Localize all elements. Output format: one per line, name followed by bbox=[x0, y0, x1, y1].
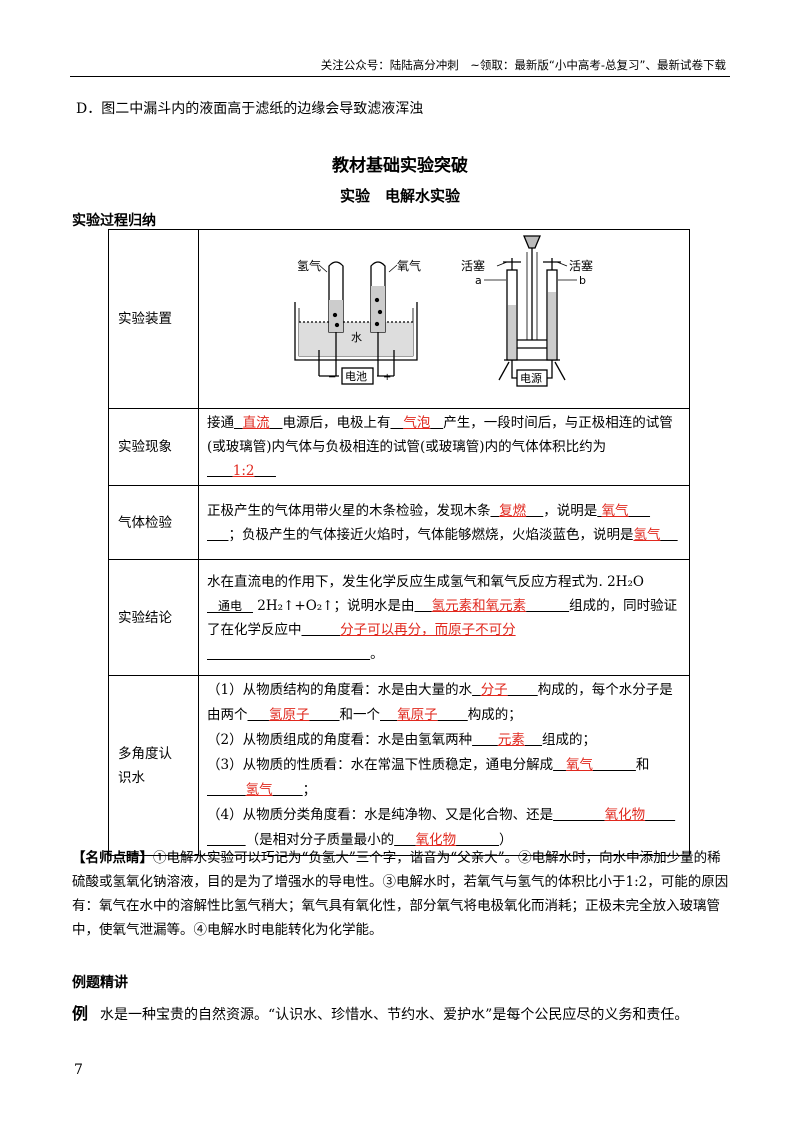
reaction-condition: 通电 bbox=[207, 600, 253, 613]
answer-blank: 氢气 bbox=[633, 526, 661, 543]
answer-blank: 直流 bbox=[242, 415, 270, 431]
valve-right-label: 活塞 bbox=[569, 258, 593, 273]
right-apparatus bbox=[484, 235, 577, 387]
example-text: 水是一种宝贵的自然资源。“认识水、珍惜水、节约水、爱护水”是每个公民应尽的义务和… bbox=[100, 1007, 689, 1023]
text: 正极产生的气体用带火星的木条检验，发现木条 bbox=[207, 502, 491, 519]
text: 接通 bbox=[207, 415, 234, 431]
row-label: 实验现象 bbox=[108, 408, 199, 486]
electrolysis-apparatus-diagram: 氢气 氧气 水 电池 − + bbox=[294, 235, 593, 387]
tip-heading: 【名师点睛】 bbox=[72, 850, 153, 866]
text: 和 bbox=[635, 757, 650, 773]
conclusion-cell: 水在直流电的作用下，发生化学反应生成氢气和氧气反应方程式为. 2H₂O 通电 2… bbox=[198, 559, 690, 676]
h2-label: 氢气 bbox=[297, 258, 321, 273]
row-apparatus: 实验装置 bbox=[108, 229, 690, 409]
row-phenomenon: 实验现象 接通 直流 电源后，电极上有 气泡 产生，一段时间后，与正极相连的试管… bbox=[108, 408, 690, 486]
row-label: 实验结论 bbox=[108, 559, 199, 676]
row-conclusion: 实验结论 水在直流电的作用下，发生化学反应生成氢气和氧气反应方程式为. 2H₂O… bbox=[108, 559, 690, 676]
answer-blank: 气泡 bbox=[403, 415, 431, 431]
text: （4）从物质分类角度看：水是纯净物、又是化合物、还是 bbox=[207, 807, 554, 823]
text: ，说明是 bbox=[543, 502, 598, 519]
text: （1）从物质结构的角度看：水是由大量的水 bbox=[207, 682, 473, 698]
answer-blank: 氧气 bbox=[565, 757, 593, 773]
gas-test-cell: 正极产生的气体用带火星的木条检验，发现木条 复燃 ，说明是 氧气 ；负极产生的气… bbox=[198, 485, 690, 560]
example-label: 例 bbox=[72, 1004, 89, 1023]
example-heading: 例题精讲 bbox=[72, 975, 128, 991]
power-label: 电源 bbox=[520, 371, 542, 385]
text: 组成的，同时验证了在化学反应中 bbox=[207, 597, 678, 638]
text: 产生，一段时间后，与正极相连的试管(或玻璃管)内气体与负极相连的试管(或玻璃管)… bbox=[207, 415, 673, 455]
header-divider bbox=[70, 76, 730, 77]
experiment-subtitle: 实验 电解水实验 bbox=[339, 187, 460, 205]
phenomenon-cell: 接通 直流 电源后，电极上有 气泡 产生，一段时间后，与正极相连的试管(或玻璃管… bbox=[198, 408, 690, 486]
text: 和一个 bbox=[339, 707, 381, 723]
answer-blank: 氧气 bbox=[601, 502, 629, 519]
o2-label: 氧气 bbox=[397, 258, 421, 273]
minus-sign: − bbox=[328, 372, 336, 383]
answer-blank: 氢元素和氧元素 bbox=[431, 597, 527, 614]
answer-blank: 氧化物 bbox=[604, 807, 646, 823]
water-label: 水 bbox=[351, 331, 362, 344]
answer-blank: 1:2 bbox=[232, 463, 255, 479]
left-apparatus bbox=[294, 261, 418, 385]
answer-blank: 分子 bbox=[480, 682, 508, 698]
valve-left-label: 活塞 bbox=[461, 258, 485, 273]
teacher-tip: 【名师点睛】①电解水实验可以巧记为“负氢大”三个字，谐音为“父亲大”。②电解水时… bbox=[72, 846, 732, 942]
page-number: 7 bbox=[74, 1062, 83, 1078]
row-label: 实验装置 bbox=[108, 229, 199, 409]
tube-a-label: a bbox=[475, 274, 482, 287]
text: （3）从物质的性质看：水在常温下性质稳定，通电分解成 bbox=[207, 757, 554, 773]
page-title: 教材基础实验突破 bbox=[332, 156, 468, 176]
section-heading: 实验过程归纳 bbox=[72, 213, 156, 229]
text: 组成的； bbox=[542, 732, 597, 748]
plus-sign: + bbox=[383, 372, 391, 383]
experiment-table: 实验装置 bbox=[108, 229, 690, 856]
apparatus-cell: 氢气 氧气 水 电池 − + bbox=[198, 229, 690, 409]
text: ； bbox=[302, 782, 317, 798]
text: 构成的； bbox=[467, 707, 522, 723]
tube-b-label: b bbox=[579, 274, 586, 287]
text: 电源后，电极上有 bbox=[282, 415, 391, 431]
answer-blank: 氧化物 bbox=[415, 832, 457, 848]
text: ；负极产生的气体接近火焰时，气体能够燃烧，火焰淡蓝色，说明是 bbox=[228, 526, 634, 543]
answer-blank: 复燃 bbox=[499, 502, 527, 519]
option-d-text: D．图二中漏斗内的液面高于滤纸的边缘会导致滤液浑浊 bbox=[76, 101, 424, 117]
text: ） bbox=[499, 832, 513, 848]
answer-blank: 氢气 bbox=[245, 782, 273, 798]
answer-blank: 分子可以再分，而原子不可分 bbox=[340, 621, 516, 638]
text: 。 bbox=[370, 645, 384, 662]
text: （2）从物质组成的角度看：水是由氢氧两种 bbox=[207, 732, 473, 748]
multi-angle-cell: （1）从物质结构的角度看：水是由大量的水 分子 构成的，每个水分子是由两个 氢原… bbox=[198, 675, 690, 856]
tip-body: ①电解水实验可以巧记为“负氢大”三个字，谐音为“父亲大”。②电解水时，向水中添加… bbox=[72, 850, 729, 938]
text: 2H₂↑+O₂↑；说明水是由 bbox=[257, 597, 415, 614]
text: 构成的，每个水分子是由两个 bbox=[207, 682, 673, 723]
row-gas-test: 气体检验 正极产生的气体用带火星的木条检验，发现木条 复燃 ，说明是 氧气 ；负… bbox=[108, 485, 690, 560]
page-header: 关注公众号：陆陆高分冲刺 ~领取：最新版“小中高考-总复习”、最新试卷下载 bbox=[320, 58, 726, 72]
answer-blank: 氧原子 bbox=[397, 707, 438, 723]
text: 水在直流电的作用下，发生化学反应生成氢气和氧气反应方程式为. 2H₂O bbox=[207, 573, 644, 590]
row-label: 气体检验 bbox=[108, 485, 199, 560]
answer-blank: 氢原子 bbox=[268, 707, 310, 723]
answer-blank: 元素 bbox=[497, 732, 525, 748]
text: （是相对分子质量最小的 bbox=[245, 832, 395, 848]
row-label: 多角度认识水 bbox=[108, 675, 199, 856]
battery-label: 电池 bbox=[345, 370, 367, 383]
example-question: 例水是一种宝贵的自然资源。“认识水、珍惜水、节约水、爱护水”是每个公民应尽的义务… bbox=[72, 1000, 688, 1024]
row-multi-angle: 多角度认识水 （1）从物质结构的角度看：水是由大量的水 分子 构成的，每个水分子… bbox=[108, 675, 690, 856]
